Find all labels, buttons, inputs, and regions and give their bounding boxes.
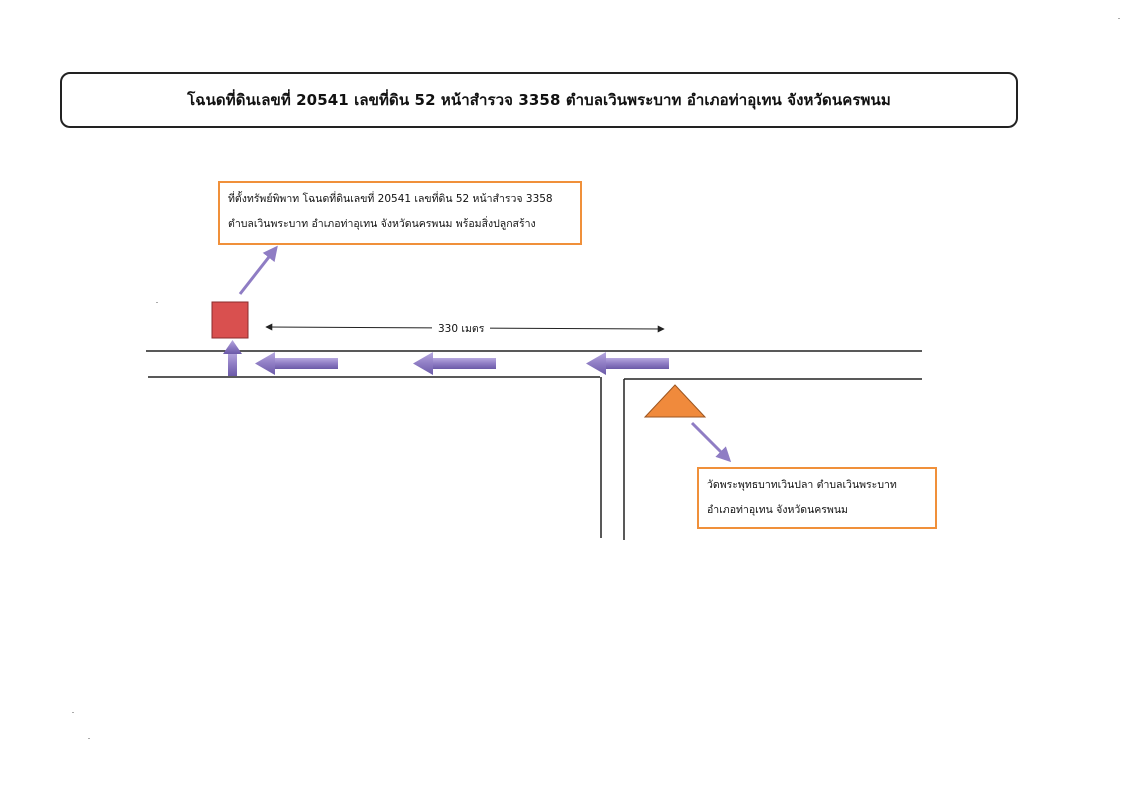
map-title-box: โฉนดที่ดินเลขที่ 20541 เลขที่ดิน 52 หน้า… <box>60 72 1018 128</box>
direction-arrow-1 <box>586 352 669 375</box>
orange-triangle-marker-icon <box>643 384 707 418</box>
temple-leader-arrow <box>690 421 732 463</box>
temple-callout-line1: วัดพระพุทธบาทเวินปลา ตำบลเวินพระบาท <box>707 479 897 491</box>
temple-callout-line2: อำเภอท่าอุเทน จังหวัดนครพนม <box>707 504 848 516</box>
property-leader-arrow <box>238 245 278 295</box>
property-callout-line2: ตำบลเวินพระบาท อำเภอท่าอุเทน จังหวัดนครพ… <box>228 218 536 230</box>
map-title: โฉนดที่ดินเลขที่ 20541 เลขที่ดิน 52 หน้า… <box>187 91 891 109</box>
main-road <box>146 350 922 380</box>
distance-label: 330 เมตร <box>432 320 491 337</box>
property-callout-line1: ที่ตั้งทรัพย์พิพาท โฉนดที่ดินเลขที่ 2054… <box>228 193 553 205</box>
scan-speck <box>72 712 74 713</box>
scan-speck <box>1118 18 1120 19</box>
temple-callout: วัดพระพุทธบาทเวินปลา ตำบลเวินพระบาท อำเภ… <box>697 467 937 529</box>
direction-arrow-3 <box>255 352 338 375</box>
red-square-marker-icon <box>211 301 249 339</box>
scan-speck <box>156 302 158 303</box>
turn-arrow <box>223 340 242 376</box>
side-road <box>600 377 625 540</box>
scan-speck <box>88 738 90 739</box>
property-callout: ที่ตั้งทรัพย์พิพาท โฉนดที่ดินเลขที่ 2054… <box>218 181 582 245</box>
direction-arrow-2 <box>413 352 496 375</box>
